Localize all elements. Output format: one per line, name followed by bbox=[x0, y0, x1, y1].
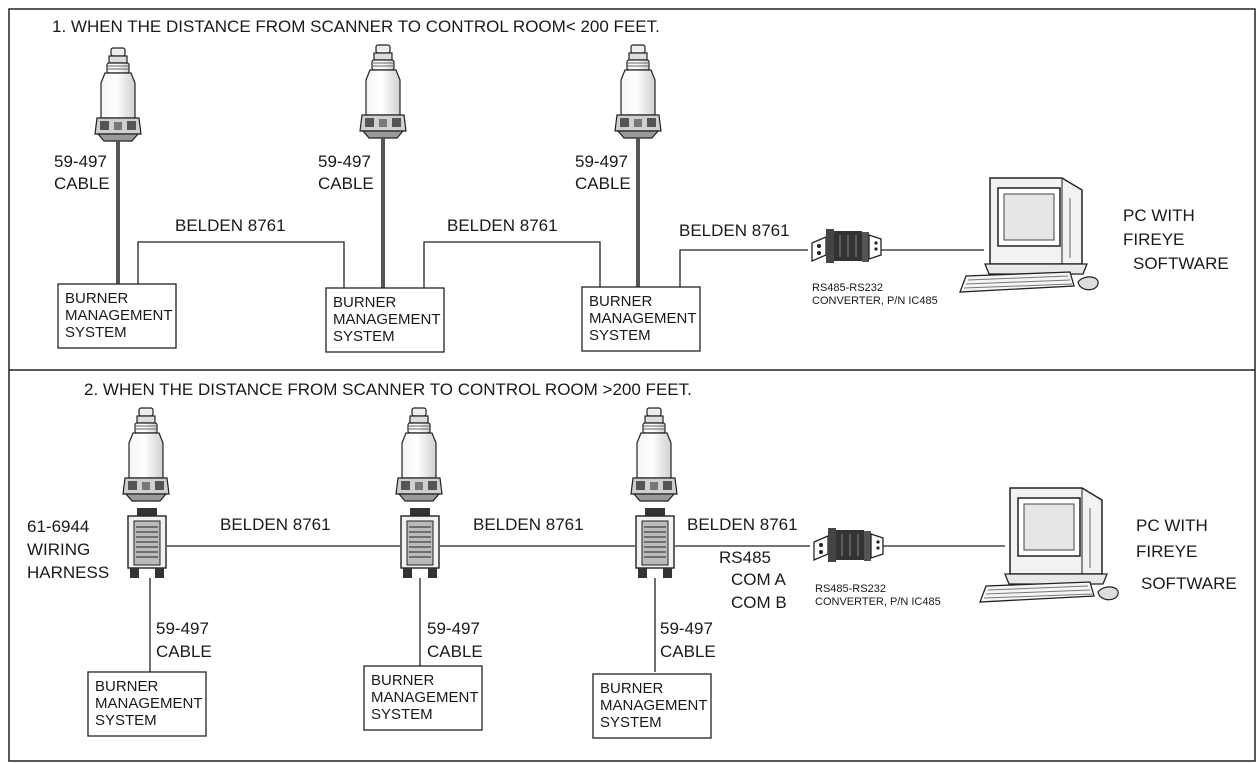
bms-label: MANAGEMENT bbox=[65, 307, 173, 324]
cable-label: CABLE bbox=[156, 642, 212, 661]
belden-link-1 bbox=[137, 241, 345, 288]
converter-label: CONVERTER, P/N IC485 bbox=[812, 295, 938, 307]
rs485-label: COM B bbox=[731, 593, 787, 612]
belden-link-3 bbox=[679, 249, 808, 287]
pc-label: PC WITH bbox=[1123, 206, 1195, 225]
pc-label: SOFTWARE bbox=[1141, 574, 1237, 593]
belden-label: BELDEN 8761 bbox=[679, 221, 790, 240]
cable-label: CABLE bbox=[54, 174, 110, 193]
pc-label: SOFTWARE bbox=[1133, 254, 1229, 273]
bms-label: MANAGEMENT bbox=[333, 311, 441, 328]
flame-scanner-icon bbox=[630, 407, 678, 502]
bms-label: SYSTEM bbox=[333, 328, 395, 345]
harness-label: WIRING bbox=[27, 540, 90, 559]
bms-label: SYSTEM bbox=[589, 327, 651, 344]
bms-label: SYSTEM bbox=[65, 324, 127, 341]
converter-icon bbox=[813, 527, 884, 563]
panel-2-unit-3: 59-497 CABLE BURNER MANAGEMENT SYSTEM bbox=[592, 407, 716, 739]
belden-label: BELDEN 8761 bbox=[687, 515, 798, 534]
bms-label: SYSTEM bbox=[95, 712, 157, 729]
converter-label: RS485-RS232 bbox=[815, 583, 886, 595]
bms-label: BURNER bbox=[65, 290, 129, 307]
bms-label: MANAGEMENT bbox=[371, 689, 479, 706]
panel-2-heading: 2. WHEN THE DISTANCE FROM SCANNER TO CON… bbox=[84, 380, 692, 399]
cable-label: 59-497 bbox=[427, 619, 480, 638]
bms-label: BURNER bbox=[600, 680, 664, 697]
flame-scanner-icon bbox=[395, 407, 443, 502]
bms-label: MANAGEMENT bbox=[589, 310, 697, 327]
pc-label: FIREYE bbox=[1136, 542, 1197, 561]
diagram-frame bbox=[8, 8, 1256, 762]
harness-label: 61-6944 bbox=[27, 517, 89, 536]
cable-label: CABLE bbox=[575, 174, 631, 193]
computer-icon bbox=[979, 487, 1119, 603]
belden-label: BELDEN 8761 bbox=[447, 216, 558, 235]
bms-label: MANAGEMENT bbox=[95, 695, 203, 712]
converter-label: CONVERTER, P/N IC485 bbox=[815, 596, 941, 608]
panel-2-unit-1: 59-497 CABLE BURNER MANAGEMENT SYSTEM bbox=[87, 407, 212, 737]
cable-label: CABLE bbox=[660, 642, 716, 661]
wiring-harness-icon bbox=[635, 507, 675, 579]
belden-label: BELDEN 8761 bbox=[220, 515, 331, 534]
panel-2: 2. WHEN THE DISTANCE FROM SCANNER TO CON… bbox=[27, 380, 1237, 739]
pc-label: FIREYE bbox=[1123, 230, 1184, 249]
belden-label: BELDEN 8761 bbox=[473, 515, 584, 534]
panel-1-unit-2: 59-497 CABLE BURNER MANAGEMENT SYSTEM bbox=[318, 44, 445, 353]
panel-1-unit-3: 59-497 CABLE BURNER MANAGEMENT SYSTEM bbox=[575, 44, 701, 352]
wiring-harness-icon bbox=[400, 507, 440, 579]
flame-scanner-icon bbox=[94, 47, 142, 142]
bms-label: BURNER bbox=[333, 294, 397, 311]
pc-label: PC WITH bbox=[1136, 516, 1208, 535]
cable-label: 59-497 bbox=[318, 152, 371, 171]
cable-label: CABLE bbox=[318, 174, 374, 193]
panel-1: 1. WHEN THE DISTANCE FROM SCANNER TO CON… bbox=[52, 17, 1229, 353]
belden-link-2 bbox=[423, 241, 601, 288]
cable-label: 59-497 bbox=[156, 619, 209, 638]
bms-label: BURNER bbox=[371, 672, 435, 689]
panel-1-heading: 1. WHEN THE DISTANCE FROM SCANNER TO CON… bbox=[52, 17, 660, 36]
harness-label: HARNESS bbox=[27, 563, 109, 582]
belden-label: BELDEN 8761 bbox=[175, 216, 286, 235]
bms-label: SYSTEM bbox=[600, 714, 662, 731]
converter-icon bbox=[811, 228, 882, 264]
bms-label: BURNER bbox=[589, 293, 653, 310]
wiring-harness-icon bbox=[127, 507, 167, 579]
rs485-label: RS485 bbox=[719, 548, 771, 567]
bms-label: MANAGEMENT bbox=[600, 697, 708, 714]
computer-icon bbox=[959, 177, 1099, 293]
flame-scanner-icon bbox=[614, 44, 662, 139]
cable-label: 59-497 bbox=[54, 152, 107, 171]
bms-label: BURNER bbox=[95, 678, 159, 695]
panel-1-unit-1: 59-497 CABLE BURNER MANAGEMENT SYSTEM bbox=[54, 47, 177, 349]
rs485-label: COM A bbox=[731, 570, 786, 589]
cable-label: 59-497 bbox=[660, 619, 713, 638]
panel-2-unit-2: 59-497 CABLE BURNER MANAGEMENT SYSTEM bbox=[363, 407, 483, 731]
bms-label: SYSTEM bbox=[371, 706, 433, 723]
cable-label: 59-497 bbox=[575, 152, 628, 171]
converter-label: RS485-RS232 bbox=[812, 282, 883, 294]
cable-label: CABLE bbox=[427, 642, 483, 661]
flame-scanner-icon bbox=[359, 44, 407, 139]
flame-scanner-icon bbox=[122, 407, 170, 502]
